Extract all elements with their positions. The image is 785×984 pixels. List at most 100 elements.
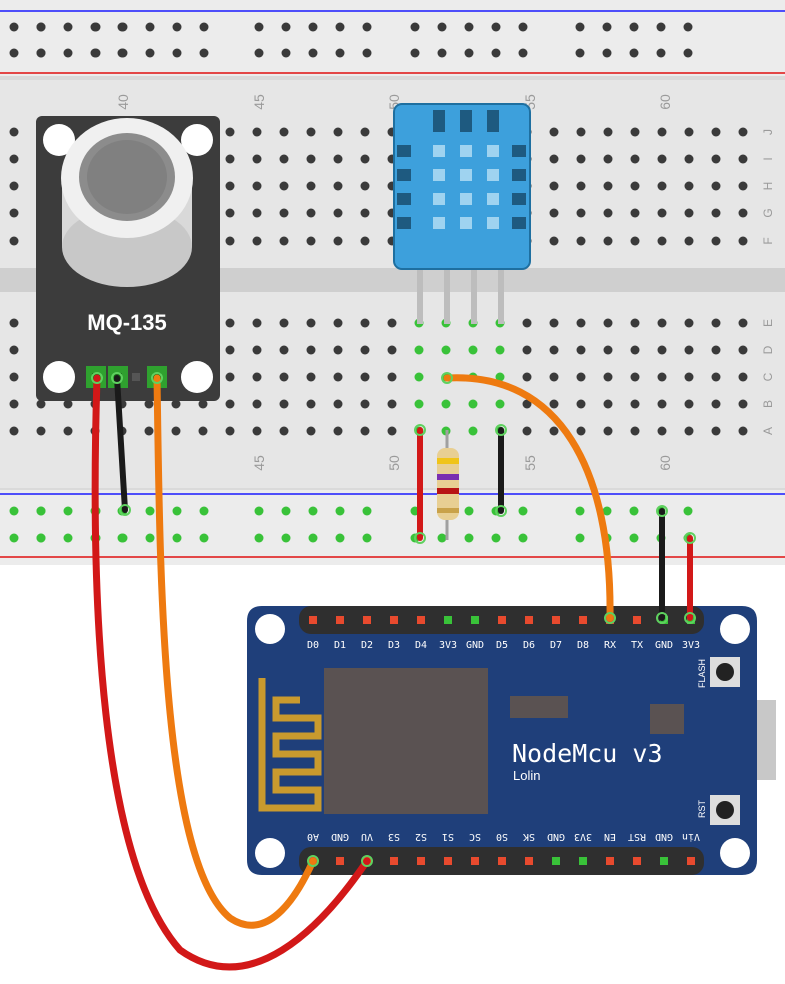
breadboard-hole [9, 236, 19, 246]
breadboard-hole [711, 426, 721, 436]
breadboard-hole [225, 181, 235, 191]
breadboard-hole [684, 181, 694, 191]
breadboard-hole [360, 399, 370, 409]
breadboard-hole [738, 345, 748, 355]
breadboard-hole [414, 372, 424, 382]
breadboard-hole [738, 127, 748, 137]
breadboard-hole [549, 181, 559, 191]
dht-vent [487, 169, 499, 181]
top-power-rail [0, 0, 785, 76]
breadboard-hole [576, 426, 586, 436]
dht-side-slot [397, 193, 411, 205]
pin-label-gnd: GND [655, 831, 673, 842]
pin-label-d7: D7 [550, 640, 562, 651]
breadboard-hole [549, 208, 559, 218]
breadboard-hole [576, 345, 586, 355]
pin-label-gnd: GND [547, 831, 565, 842]
breadboard-hole [549, 345, 559, 355]
breadboard-hole [252, 208, 262, 218]
breadboard-hole [549, 426, 559, 436]
mq135-label: MQ-135 [87, 310, 166, 335]
breadboard-hole [252, 318, 262, 328]
breadboard-hole [603, 345, 613, 355]
header-pin [336, 616, 344, 624]
rail-hole [145, 48, 155, 58]
breadboard-hole [9, 318, 19, 328]
breadboard-hole [306, 208, 316, 218]
pin-label-rst: RST [628, 831, 646, 842]
breadboard-hole [360, 318, 370, 328]
header-pin [633, 857, 641, 865]
rail-hole [629, 22, 639, 32]
rail-hole [145, 22, 155, 32]
breadboard-hole [9, 345, 19, 355]
breadboard-hole [549, 127, 559, 137]
rail-hole [172, 48, 182, 58]
column-number: 55 [522, 455, 538, 471]
header-pin [363, 616, 371, 624]
breadboard-hole [279, 127, 289, 137]
breadboard-hole [468, 426, 478, 436]
dht-leg [498, 262, 504, 324]
wire-endpoint [684, 532, 696, 544]
rail-hole [602, 506, 612, 516]
breadboard-hole [657, 208, 667, 218]
breadboard-hole [711, 318, 721, 328]
header-pin [471, 616, 479, 624]
breadboard-hole [360, 181, 370, 191]
rail-hole [172, 506, 182, 516]
breadboard-hole [657, 236, 667, 246]
rail-hole [118, 533, 128, 543]
rail-hole [199, 22, 209, 32]
rail-hole [464, 533, 474, 543]
breadboard-hole [9, 154, 19, 164]
breadboard-hole [279, 236, 289, 246]
rail-hole [9, 22, 19, 32]
breadboard-hole [630, 318, 640, 328]
breadboard-hole [279, 208, 289, 218]
dht-vent [487, 145, 499, 157]
breadboard-hole [9, 372, 19, 382]
dht-vent [460, 217, 472, 229]
row-letter: B [761, 400, 775, 408]
breadboard-hole [468, 399, 478, 409]
breadboard-hole [63, 399, 73, 409]
header-pin [606, 857, 614, 865]
breadboard-hole [603, 236, 613, 246]
breadboard-hole [225, 154, 235, 164]
row-letter: F [761, 237, 775, 244]
breadboard-hole [738, 372, 748, 382]
pin-label-vin: Vin [682, 831, 700, 842]
wire-endpoint [604, 612, 616, 624]
wires [91, 374, 693, 971]
rail-hole [36, 22, 46, 32]
rail-hole [308, 506, 318, 516]
breadboard-hole [576, 181, 586, 191]
pin-label-d5: D5 [496, 640, 508, 651]
rail-hole [575, 506, 585, 516]
breadboard-hole [738, 318, 748, 328]
rail-hole [172, 22, 182, 32]
breadboard-hole [387, 372, 397, 382]
nodemcu-title: NodeMcu v3 [512, 739, 663, 768]
rail-hole [308, 22, 318, 32]
breadboard-hole [306, 154, 316, 164]
resistor-band [437, 508, 459, 513]
dht-leg [444, 262, 450, 324]
rail-hole [437, 48, 447, 58]
breadboard-hole [657, 181, 667, 191]
rail-hole [683, 506, 693, 516]
breadboard-hole [711, 181, 721, 191]
breadboard-hole [657, 154, 667, 164]
mount-hole [43, 361, 75, 393]
dht-vent [460, 169, 472, 181]
rail-hole [145, 506, 155, 516]
header-pin [525, 616, 533, 624]
breadboard-hole [306, 127, 316, 137]
breadboard-hole [495, 345, 505, 355]
rail-hole [335, 506, 345, 516]
row-letter: E [761, 319, 775, 327]
breadboard-hole [522, 345, 532, 355]
header-pin [687, 857, 695, 865]
